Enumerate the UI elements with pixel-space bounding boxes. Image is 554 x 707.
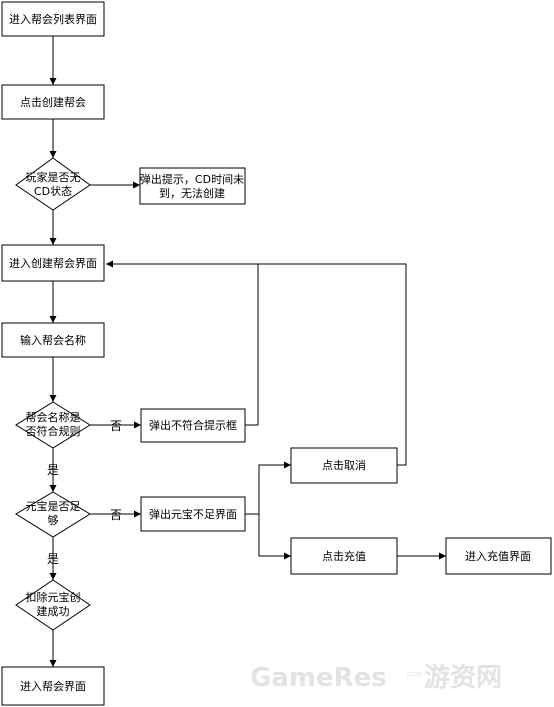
edge-short-to-cancel: [245, 461, 291, 515]
text-yuanbao-short-ui: 弹出元宝不足界面: [149, 507, 237, 521]
text-enter-create-ui: 进入创建帮会界面: [9, 256, 97, 270]
text-name-check-2: 否符合规则: [26, 424, 81, 438]
node-click-cancel: [290, 447, 398, 484]
node-enter-create-ui: [1, 244, 105, 282]
edge-invalid-back: [106, 260, 259, 426]
label-no-name: 否: [110, 419, 122, 433]
node-yuanbao-check: [15, 491, 91, 538]
text-deduct-create-1: 扣除元宝创: [26, 590, 81, 604]
watermark-small: com: [407, 670, 422, 678]
node-click-create-guild: [1, 84, 105, 120]
text-cd-tip-2: 到，无法创建: [159, 186, 225, 200]
text-enter-guild-list: 进入帮会列表界面: [9, 12, 97, 26]
node-yuanbao-short-ui: [140, 496, 246, 532]
connectors: [49, 36, 446, 667]
text-cd-check-2: CD状态: [34, 184, 72, 198]
node-name-invalid-tip: [140, 408, 246, 443]
node-enter-guild-ui: [1, 666, 105, 706]
node-click-recharge: [290, 537, 398, 575]
text-input-name: 输入帮会名称: [20, 333, 86, 347]
text-name-invalid-tip: 弹出不符合提示框: [149, 418, 237, 432]
text-enter-guild-ui: 进入帮会界面: [20, 680, 86, 693]
label-no-yuanbao: 否: [110, 508, 122, 522]
text-deduct-create-2: 建成功: [37, 604, 70, 618]
node-enter-guild-list: [1, 1, 105, 37]
node-cd-check: [15, 157, 91, 211]
node-cd-tip: [139, 167, 246, 205]
text-enter-recharge-ui: 进入充值界面: [465, 549, 531, 563]
node-enter-recharge-ui: [445, 537, 552, 575]
watermark-cn: 游资网: [424, 663, 502, 693]
node-deduct-create: [15, 579, 91, 631]
text-yuanbao-check-2: 够: [48, 514, 59, 527]
text-cd-tip-1: 弹出提示，CD时间未: [140, 172, 244, 186]
watermark-text: GameRes: [250, 663, 387, 693]
node-input-name: [1, 322, 105, 358]
node-name-check: [15, 401, 91, 449]
text-click-create-guild: 点击创建帮会: [20, 95, 86, 109]
text-yuanbao-check-1: 元宝是否足: [26, 499, 81, 513]
node-labels: 进入帮会列表界面 点击创建帮会 玩家是否无 CD状态 弹出提示，CD时间未 到，…: [9, 12, 531, 693]
label-yes-name: 是: [47, 463, 59, 477]
label-yes-yuanbao: 是: [47, 552, 59, 566]
text-click-recharge: 点击充值: [322, 549, 366, 563]
text-cd-check-1: 玩家是否无: [26, 170, 81, 184]
edge-cancel-back: [110, 263, 407, 466]
text-name-check-1: 帮会名称是: [26, 410, 81, 424]
text-click-cancel: 点击取消: [322, 458, 366, 472]
watermark: GameRes com 游资网: [250, 663, 502, 693]
edge-short-to-recharge: [258, 514, 291, 560]
